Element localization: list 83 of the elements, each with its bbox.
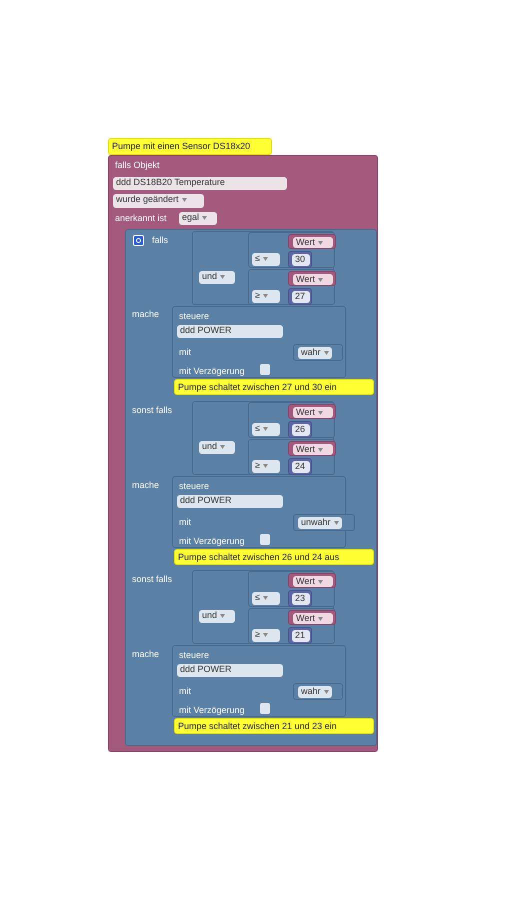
comment-note	[174, 549, 374, 565]
number-block	[288, 288, 312, 305]
value-block	[288, 234, 336, 249]
text-field: 26	[292, 424, 310, 436]
block-label: falls Objekt	[115, 160, 160, 171]
compare-block	[248, 232, 335, 268]
dropdown-field: Wert	[293, 407, 333, 418]
text-field: 21	[292, 630, 310, 642]
block-label: mit Verzögerung	[179, 366, 245, 377]
if-block	[125, 229, 377, 746]
action-block	[172, 306, 346, 378]
logic-block	[192, 401, 334, 475]
dropdown-field: ≥	[252, 290, 280, 303]
dropdown-field: egal	[179, 212, 217, 225]
dropdown-field: Wert	[293, 444, 333, 455]
number-block	[288, 251, 312, 268]
text-field: 30	[292, 254, 310, 266]
compare-block	[248, 439, 335, 475]
dropdown-field: Wert	[293, 576, 333, 587]
dropdown-field: wahr	[298, 686, 332, 698]
boolean-block	[293, 514, 355, 531]
dropdown-field: ≤	[252, 253, 280, 266]
comment-note	[108, 138, 272, 155]
compare-block	[248, 608, 335, 644]
block-label: mit Verzögerung	[179, 536, 245, 547]
comment-text: Pumpe schaltet zwischen 26 und 24 aus	[178, 552, 340, 563]
block-label: mit Verzögerung	[179, 705, 245, 716]
dropdown-field: Wert	[293, 613, 333, 624]
comment-text: Pumpe mit einen Sensor DS18x20	[112, 141, 250, 152]
dropdown-field: und	[199, 610, 235, 623]
compare-block	[248, 402, 335, 438]
value-block	[288, 271, 336, 286]
dropdown-field: unwahr	[298, 517, 342, 529]
text-field: 24	[292, 461, 310, 473]
number-block	[288, 458, 312, 475]
dropdown-field: ≤	[252, 423, 280, 436]
block-label: mache	[132, 480, 160, 491]
dropdown-field: und	[199, 271, 235, 284]
comment-note	[174, 718, 374, 734]
block-label: sonst falls	[132, 574, 172, 585]
dropdown-field: wurde geändert	[113, 194, 204, 208]
dropdown-field: Wert	[293, 274, 333, 285]
block-label: mit	[179, 686, 191, 697]
comment-text: Pumpe schaltet zwischen 27 und 30 ein	[178, 382, 337, 393]
dropdown-field: wahr	[298, 347, 332, 359]
block-label: mache	[132, 649, 160, 660]
value-block	[288, 404, 336, 419]
logic-block	[192, 231, 334, 305]
compare-block	[248, 269, 335, 305]
block-label: mache	[132, 309, 160, 320]
logic-block	[192, 570, 334, 644]
text-field: 27	[292, 291, 310, 303]
text-field: ddd POWER	[177, 495, 283, 508]
dropdown-field: ≥	[252, 460, 280, 473]
block-label: steuere	[179, 311, 210, 322]
dropdown-field: Wert	[293, 237, 333, 248]
number-block	[288, 421, 312, 438]
value-block	[288, 573, 336, 588]
dropdown-field: und	[199, 441, 235, 454]
boolean-block	[293, 344, 343, 361]
text-field: 23	[292, 593, 310, 605]
comment-note	[174, 379, 374, 395]
block-label: mit	[179, 517, 191, 528]
block-label: mit	[179, 347, 191, 358]
event-block	[108, 155, 378, 752]
block-label: falls	[152, 235, 168, 246]
block-label: steuere	[179, 481, 210, 492]
text-field: ddd POWER	[177, 664, 283, 677]
block-label: anerkannt ist	[115, 213, 167, 224]
compare-block	[248, 571, 335, 607]
block-label: sonst falls	[132, 405, 172, 416]
text-field: ddd DS18B20 Temperature	[113, 177, 287, 190]
number-block	[288, 590, 312, 607]
block-label: steuere	[179, 650, 210, 661]
number-block	[288, 627, 312, 644]
dropdown-field: ≤	[252, 592, 280, 605]
action-block	[172, 645, 346, 717]
comment-text: Pumpe schaltet zwischen 21 und 23 ein	[178, 721, 337, 732]
value-block	[288, 610, 336, 625]
text-field: ddd POWER	[177, 325, 283, 338]
value-block	[288, 441, 336, 456]
boolean-block	[293, 683, 343, 700]
dropdown-field: ≥	[252, 629, 280, 642]
